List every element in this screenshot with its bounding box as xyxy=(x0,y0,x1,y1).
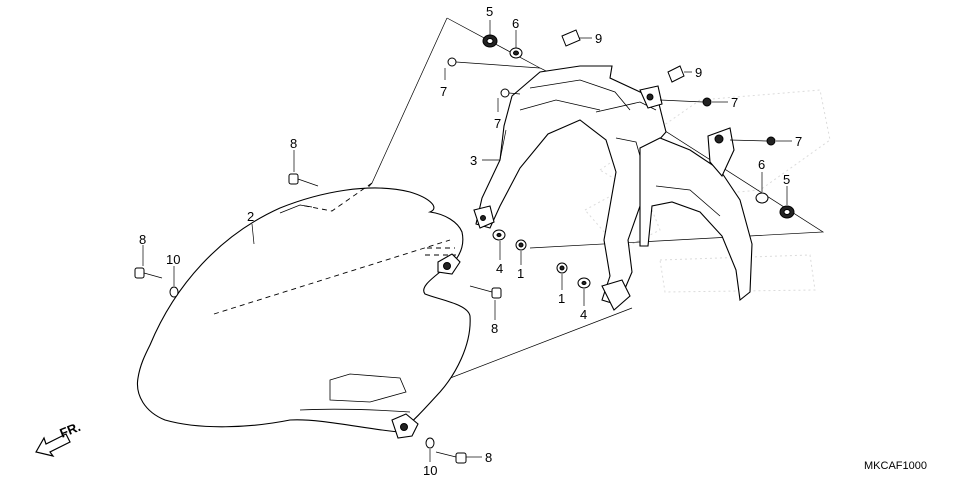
callout-1: 1 xyxy=(558,291,565,306)
callout-10: 10 xyxy=(423,463,437,478)
callout-10: 10 xyxy=(166,252,180,267)
collar-icon xyxy=(509,47,523,59)
callout-3: 3 xyxy=(470,153,477,168)
callout-8: 8 xyxy=(290,136,297,151)
callout-5: 5 xyxy=(486,4,493,19)
collar-icon xyxy=(515,239,568,274)
callout-9: 9 xyxy=(595,31,602,46)
callout-7: 7 xyxy=(731,95,738,110)
callout-8: 8 xyxy=(139,232,146,247)
callout-7: 7 xyxy=(494,116,501,131)
washer-icon xyxy=(169,286,435,449)
collar-icon xyxy=(755,192,769,204)
washer-icon xyxy=(492,229,591,289)
inner-fender xyxy=(473,65,753,311)
callout-2: 2 xyxy=(247,209,254,224)
bolt-icon xyxy=(134,173,502,464)
callout-7: 7 xyxy=(440,84,447,99)
callout-7: 7 xyxy=(795,134,802,149)
grommet-icon xyxy=(482,34,498,48)
diagram-code: MKCAF1000 xyxy=(864,460,927,472)
front-fender xyxy=(136,182,471,439)
hardware xyxy=(134,29,795,464)
callout-8: 8 xyxy=(485,450,492,465)
callout-4: 4 xyxy=(580,307,587,322)
arrow-icon xyxy=(35,433,71,457)
callout-labels: 5 6 9 9 7 7 7 7 6 5 8 3 2 4 1 8 10 8 1 4… xyxy=(139,4,802,478)
front-direction-label: FR. xyxy=(58,419,83,441)
front-direction-arrow: FR. xyxy=(35,419,83,457)
clip-nut-icon xyxy=(561,29,685,83)
callout-1: 1 xyxy=(517,266,524,281)
callout-9: 9 xyxy=(695,65,702,80)
callout-6: 6 xyxy=(512,16,519,31)
callout-8: 8 xyxy=(491,321,498,336)
callout-5: 5 xyxy=(783,172,790,187)
grommet-icon xyxy=(779,205,795,219)
callout-6: 6 xyxy=(758,157,765,172)
leader-lines xyxy=(142,20,792,462)
callout-4: 4 xyxy=(496,261,503,276)
screw-icon xyxy=(447,57,776,146)
